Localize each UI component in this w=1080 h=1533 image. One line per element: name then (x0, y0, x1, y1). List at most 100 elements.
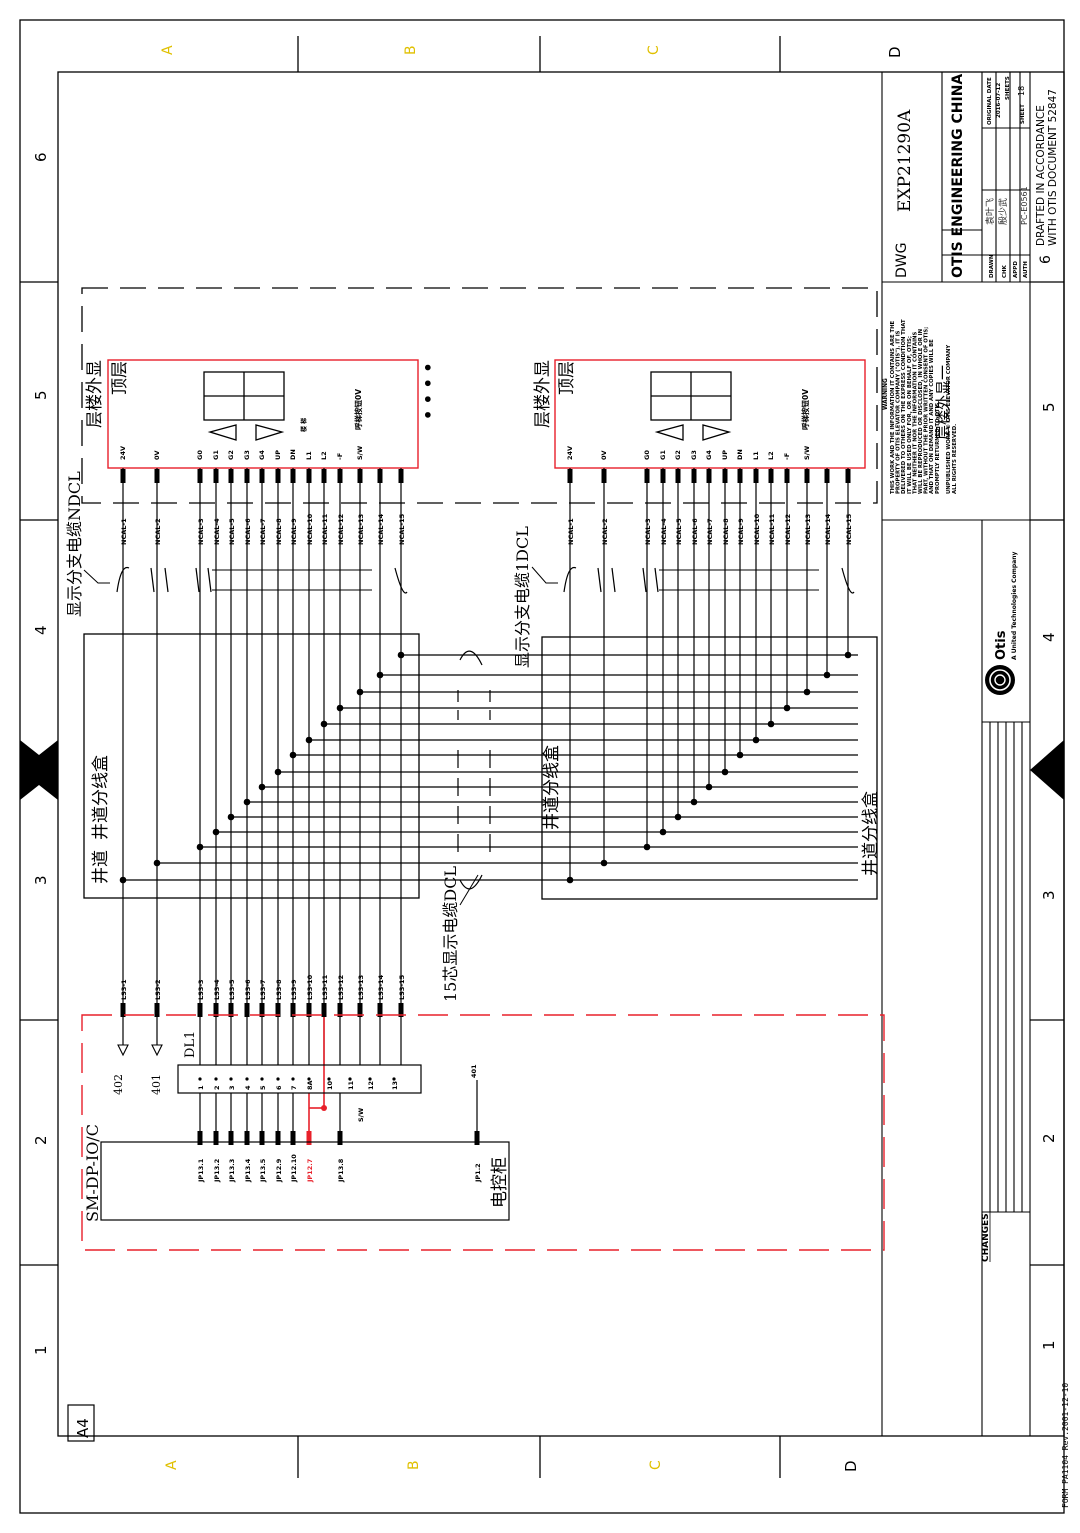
chk-name: 殷少武 (997, 198, 1009, 225)
upper-display-unit (107, 359, 419, 469)
dl1-terminal-label: 12 (367, 1081, 375, 1090)
upper-pin-label: G2 (227, 450, 235, 460)
lower-ncal-label: NCAL-1 (567, 518, 575, 545)
dl1-terminal-label: 11 (347, 1080, 355, 1090)
zone-top-c: C (646, 45, 662, 55)
lower-ncal-label: NCAL-3 (644, 518, 652, 545)
lower-side-text: 呼梯按钮0V (800, 389, 810, 430)
sheet-size-label: A4 (74, 1418, 92, 1438)
ls-pin (228, 1003, 234, 1017)
jp-label: JP13.3 (228, 1159, 236, 1183)
unpublished-line: UNPUBLISHED WORK © OTIS ELEVATOR COMPANY (946, 345, 952, 494)
upper-segment-display (203, 371, 285, 441)
ls-label: LS3-6 (244, 979, 252, 1000)
lower-ncal-label: NCAL-14 (824, 513, 832, 545)
upper-break-tick (150, 567, 155, 593)
zone-right-3: 3 (1040, 890, 1058, 900)
upper-ncal-label: NCAL-1 (120, 518, 128, 545)
upper-ncal-label: NCAL-9 (290, 518, 298, 545)
dl1-terminal-label: 13 (391, 1081, 399, 1090)
upper-ncal-label: NCAL-10 (306, 513, 314, 545)
lower-pin-label: -F (783, 453, 791, 460)
auth-value: PC-E0561 (1020, 186, 1029, 225)
lower-ncal-label: NCAL-10 (753, 513, 761, 545)
jp-label: JP1.2 (474, 1163, 482, 1183)
jp-pin (337, 1131, 343, 1145)
jp-pin (259, 1131, 265, 1145)
warning-line: WILL BE REPRODUCED OR DISCLOSED, IN WHOL… (918, 329, 924, 494)
upper-pin-label: -F (336, 453, 344, 460)
upper-unit-label: 层楼外显 (85, 360, 105, 428)
jp-pin (244, 1131, 250, 1145)
dl1-terminal-dot (276, 1077, 280, 1081)
lower-pin-label: G4 (705, 450, 713, 460)
lower-pin-label: G0 (643, 450, 651, 460)
lower-top-floor: 顶层 (557, 361, 577, 395)
ls-label: LS3-4 (213, 979, 221, 1000)
lower-ncal-label: NCAL-8 (722, 518, 730, 545)
tap-label-401: 401 (470, 1064, 478, 1078)
original-date-label: ORIGINAL DATE (987, 77, 993, 125)
upper-ncal-label: NCAL-2 (154, 518, 162, 545)
zone-left-5: 5 (32, 390, 50, 400)
lower-pin-label: 0V (600, 450, 608, 460)
upper-ncal-label: NCAL-6 (244, 518, 252, 545)
dl1-terminal-dot (392, 1077, 396, 1081)
lower-ncal-label: NCAL-13 (804, 514, 812, 545)
drawn-name: 袁叶飞 (984, 198, 996, 225)
lower-break-tick (654, 567, 659, 593)
drawn-label: DRAWN (989, 254, 995, 278)
lower-ncal-label: NCAL-4 (660, 518, 668, 545)
upper-ncal-label: NCAL-4 (213, 518, 221, 545)
upper-pin-label: 24V (119, 446, 127, 460)
drafted-line-2: WITH OTIS DOCUMENT 52847 (1047, 89, 1059, 246)
signature-fields: DRAWN CHK APPD AUTH ORIGINAL DATE 2016-0… (987, 76, 1029, 278)
zone-bottom-a: A (164, 1460, 180, 1470)
zone-left-3: 3 (32, 875, 50, 885)
zone-bottom-b: B (406, 1460, 422, 1470)
jp-label: JP13.5 (259, 1158, 267, 1183)
main-cable-break (457, 650, 491, 890)
sheet-label: SHEET (1020, 104, 1026, 124)
drafted-line-1: DRAFTED IN ACCORDANCE (1035, 105, 1047, 246)
center-mark-right (1030, 740, 1064, 800)
sheet-size-box (67, 1404, 95, 1442)
dl1-terminal-dot (348, 1077, 352, 1081)
dl1-terminal-label: 3 (228, 1085, 236, 1090)
ground-arrow-icon (117, 1044, 129, 1057)
ls-pin (154, 1003, 160, 1017)
sheet-value: 18 (1017, 86, 1026, 96)
upper-break-left (116, 566, 130, 593)
ground-label-402: 402 (112, 1074, 125, 1095)
dl1-terminal-label: 7 (290, 1085, 298, 1090)
jp-pin (213, 1131, 219, 1145)
ls-label: LS3-3 (197, 979, 205, 1000)
drawing-title: 层楼外显一 (934, 365, 952, 440)
lower-ncal-label: NCAL-15 (845, 513, 853, 545)
company-name: OTIS ENGINEERING CHINA (950, 74, 966, 278)
lower-branch-box-label-2: 井道分线盒 (861, 791, 881, 876)
jp-label: JP13.2 (213, 1159, 221, 1183)
warning-line: PROPERTY OF OTIS ELEVATOR COMPANY ("OTIS… (896, 330, 902, 494)
lower-break-tick (611, 567, 616, 593)
jp-label: JP13.8 (337, 1158, 345, 1183)
dl1-terminal-label: 8A (306, 1080, 314, 1090)
lower-pin-label: L1 (752, 451, 760, 460)
ls-label: LS3-5 (228, 979, 236, 1000)
lower-break-left (563, 566, 577, 593)
lower-pin-label: L2 (767, 451, 775, 460)
ls-pin (321, 1003, 327, 1017)
lower-ncal-label: NCAL-12 (784, 514, 792, 545)
zone-right-5: 5 (1040, 402, 1058, 412)
zone-left-1: 1 (32, 1345, 50, 1355)
ls-label: LS3-10 (306, 974, 314, 1000)
lower-break-tick (597, 567, 602, 593)
upper-pin-label: 0V (153, 450, 161, 460)
dl1-terminal-label: 4 (244, 1085, 252, 1090)
lower-break-right (841, 567, 855, 594)
lower-cable-leader (531, 566, 558, 584)
ls-pin (244, 1003, 250, 1017)
dwg-label: DWG (894, 243, 910, 278)
shaft-label: 井道 (91, 850, 111, 884)
